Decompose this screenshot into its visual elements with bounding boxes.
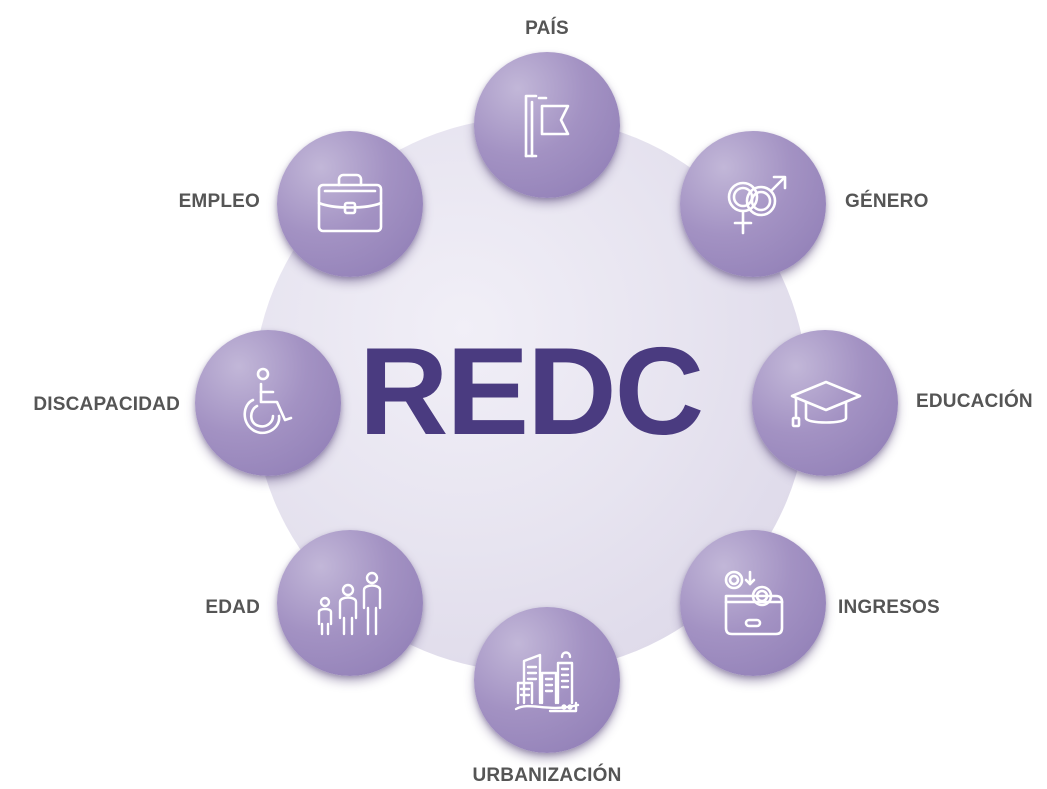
center-title: REDC (358, 322, 704, 461)
label-educacion: EDUCACIÓN (916, 391, 1033, 412)
node-urbanizacion[interactable] (474, 607, 620, 753)
flag-icon (506, 84, 588, 166)
label-edad: EDAD (205, 597, 260, 618)
city-buildings-icon (506, 639, 588, 721)
node-educacion[interactable] (752, 330, 898, 476)
label-pais: PAÍS (525, 18, 569, 39)
briefcase-icon (309, 163, 391, 245)
gender-symbols-icon (712, 163, 794, 245)
node-ingresos[interactable] (680, 530, 826, 676)
family-ages-icon (309, 562, 391, 644)
wheelchair-icon (227, 362, 309, 444)
label-empleo: EMPLEO (178, 191, 260, 212)
wallet-coins-icon (712, 562, 794, 644)
label-genero: GÉNERO (845, 191, 929, 212)
node-genero[interactable] (680, 131, 826, 277)
node-discapacidad[interactable] (195, 330, 341, 476)
node-empleo[interactable] (277, 131, 423, 277)
label-ingresos: INGRESOS (838, 597, 940, 618)
graduation-cap-icon (784, 362, 866, 444)
node-edad[interactable] (277, 530, 423, 676)
label-discapacidad: DISCAPACIDAD (33, 394, 180, 415)
node-pais[interactable] (474, 52, 620, 198)
label-urbanizacion: URBANIZACIÓN (472, 765, 622, 786)
